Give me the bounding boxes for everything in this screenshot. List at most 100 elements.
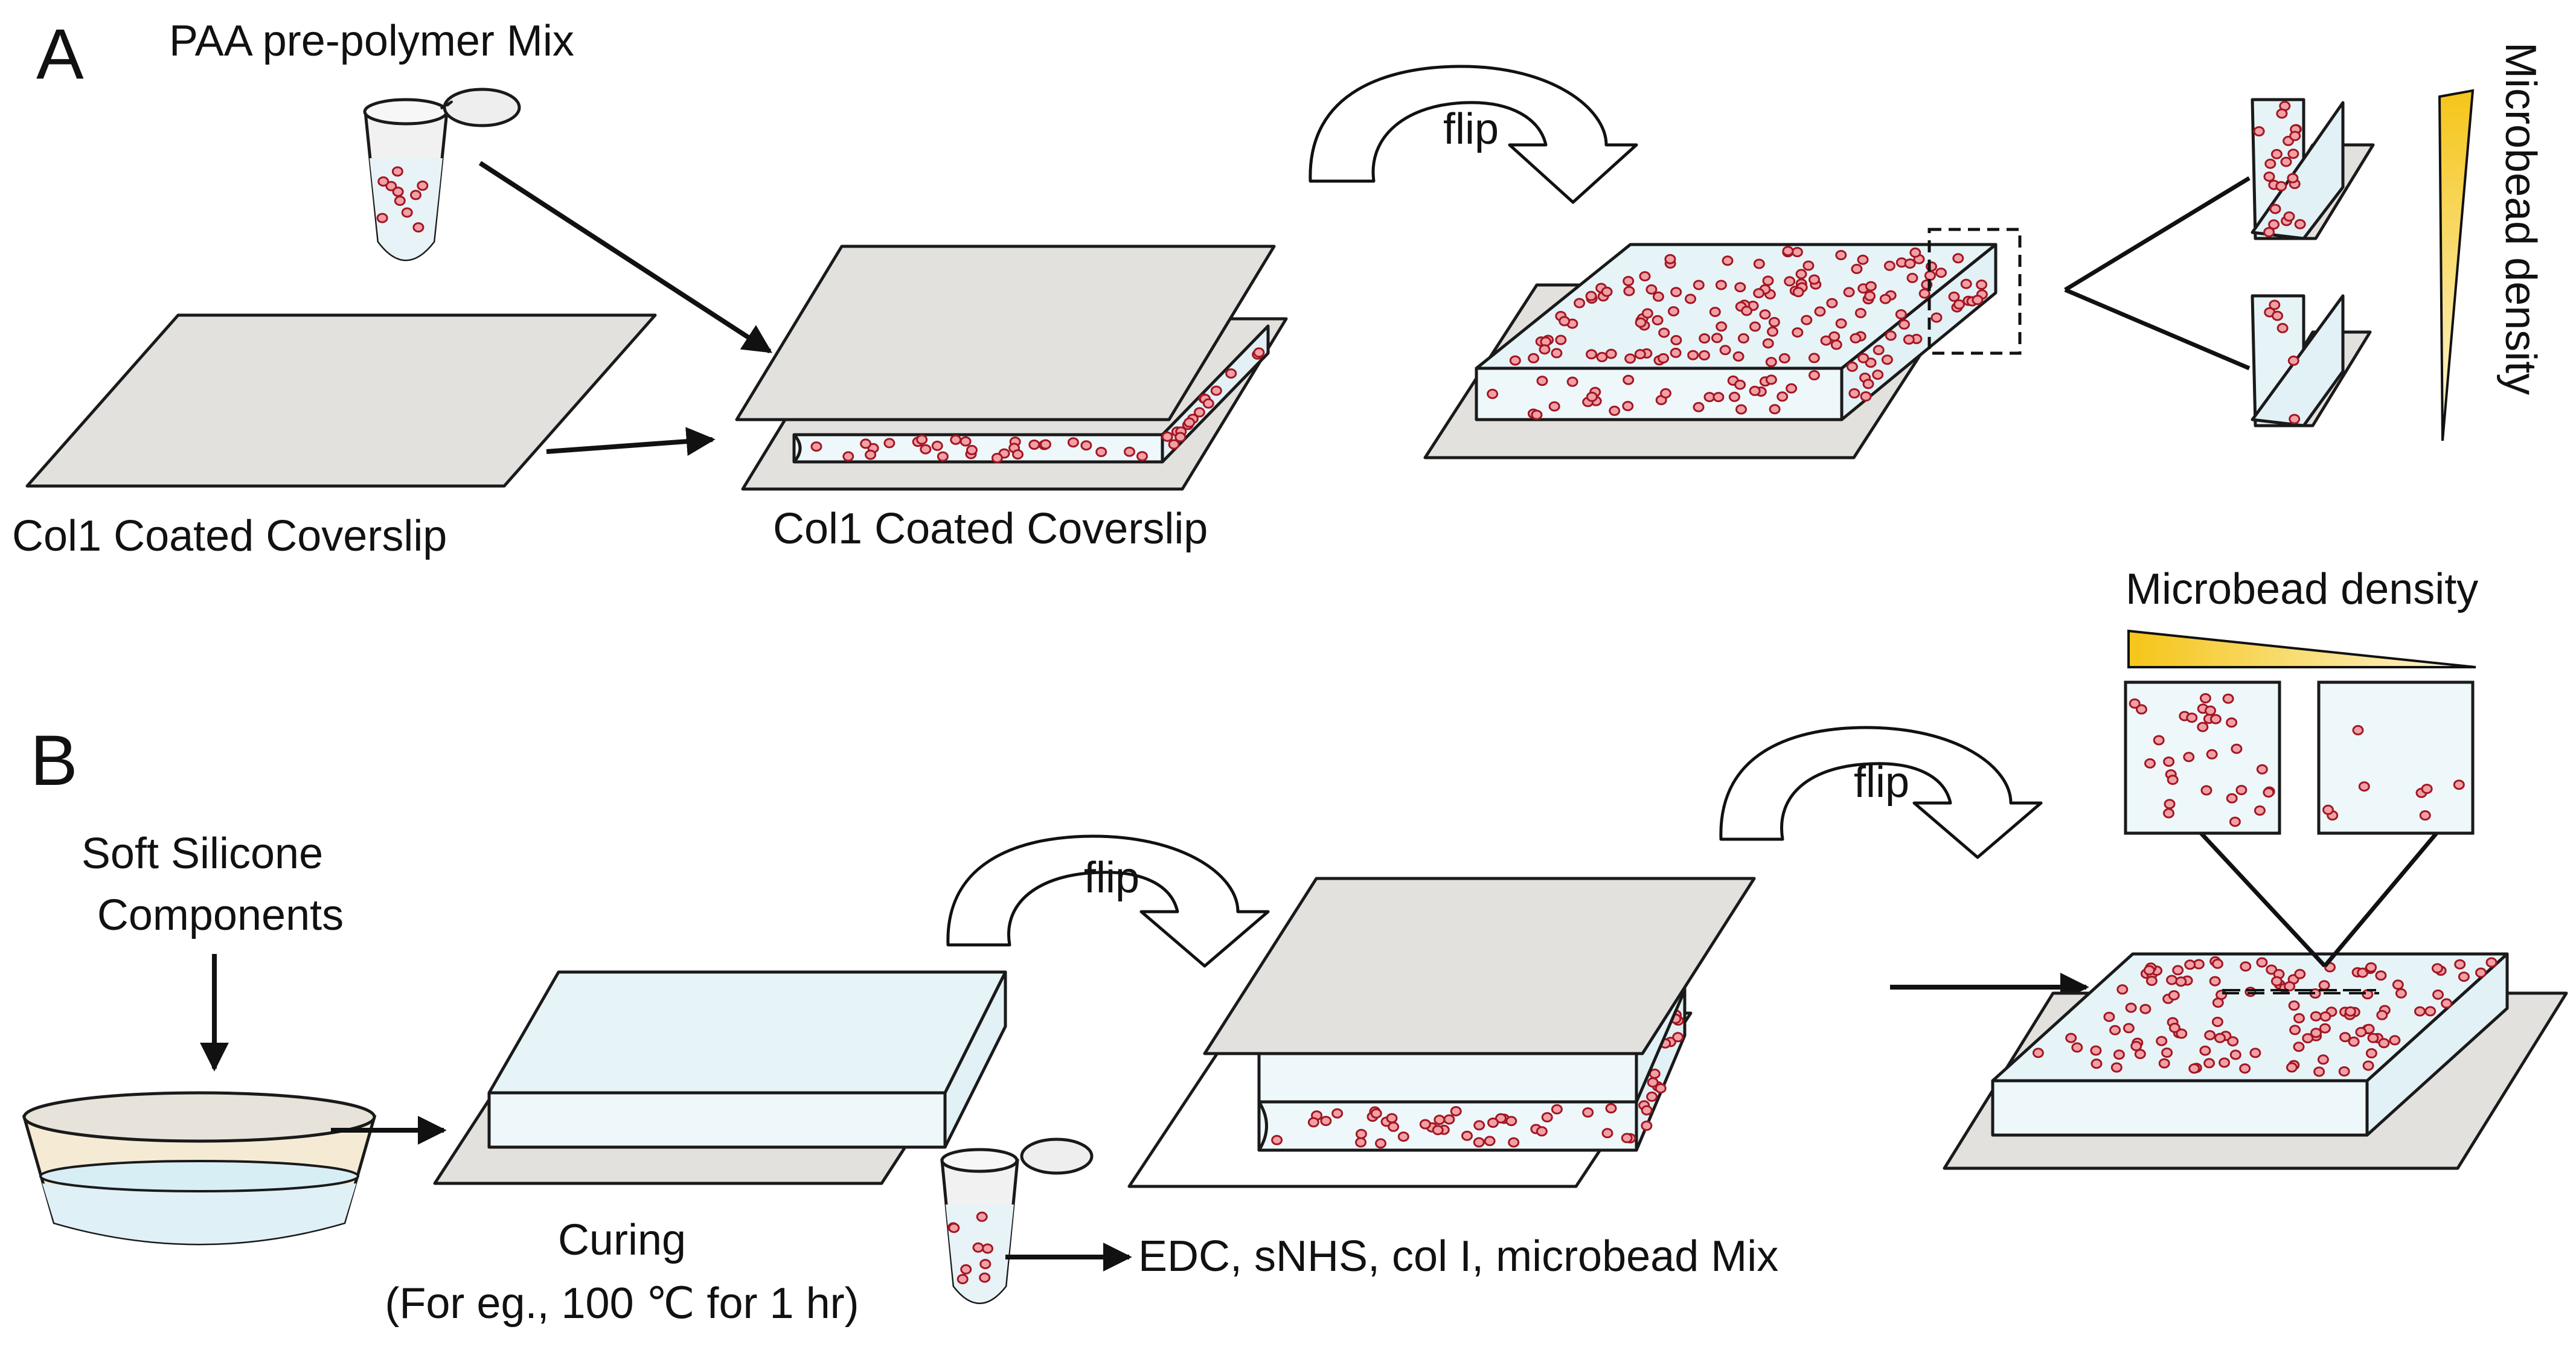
- microbead: [1857, 254, 1869, 265]
- microbead: [1586, 349, 1597, 360]
- flip-label-b2: flip: [1854, 758, 1909, 807]
- microbead: [1551, 348, 1563, 359]
- premix-label: PAA pre-polymer Mix: [169, 17, 574, 65]
- microbead: [2358, 781, 2370, 792]
- microbead: [1541, 1112, 1553, 1122]
- microbead: [2167, 775, 2179, 785]
- microbead: [1271, 1134, 1283, 1145]
- microbead: [391, 166, 403, 177]
- microbead: [1814, 306, 1826, 317]
- microbead: [1904, 258, 1916, 269]
- microbead: [1634, 349, 1646, 360]
- microbead: [1509, 355, 1521, 366]
- microbead: [1835, 250, 1847, 260]
- microbead: [1786, 383, 1798, 394]
- microbead: [2197, 721, 2209, 732]
- microbead: [2176, 1028, 2188, 1039]
- microbead: [2294, 968, 2306, 979]
- microbead: [1918, 288, 1930, 299]
- microbead: [2109, 1025, 2121, 1035]
- microbead: [2163, 808, 2174, 819]
- microbead: [1935, 267, 1947, 278]
- microbead: [1601, 286, 1613, 297]
- microbead: [1623, 286, 1635, 296]
- microbead: [1539, 344, 1551, 355]
- silicone-label-line1: Soft Silicone: [82, 830, 323, 878]
- density-label-b: Microbead density: [2126, 565, 2478, 613]
- microbead: [1699, 350, 1710, 360]
- microbead: [1734, 282, 1746, 293]
- microbead: [2183, 752, 2195, 763]
- microbead: [2199, 1045, 2211, 1056]
- flip-label-b1: flip: [1084, 854, 1139, 902]
- microbead: [2226, 793, 2238, 804]
- microbead: [2136, 704, 2147, 715]
- curing-detail: (For eg., 100 ℃ for 1 hr): [385, 1279, 859, 1328]
- microbead: [865, 449, 877, 460]
- microbead: [1879, 293, 1891, 304]
- microbead: [1953, 299, 1965, 310]
- microbead: [1809, 274, 1820, 285]
- microbead: [1307, 1117, 1319, 1128]
- microbead: [2091, 1058, 2103, 1069]
- microbead: [2090, 1045, 2102, 1056]
- microbead: [1865, 281, 1877, 292]
- microbead: [2395, 988, 2407, 999]
- microbead: [2145, 976, 2158, 986]
- microbead: [1762, 275, 1774, 286]
- microbead: [1895, 309, 1907, 320]
- microbead: [1161, 431, 1173, 442]
- microbead: [1843, 287, 1855, 298]
- microbead: [1909, 247, 1921, 258]
- arrow-coverslip-to-sandwich: [546, 427, 716, 456]
- microbead: [2289, 130, 2301, 141]
- microbead: [1639, 271, 1651, 282]
- microbead: [1375, 1138, 1386, 1149]
- microbead: [883, 438, 896, 449]
- microbead: [1828, 331, 1841, 342]
- microbead: [392, 187, 404, 197]
- microbead: [2319, 1011, 2331, 1022]
- microbead: [1419, 1119, 1431, 1130]
- microbead: [1826, 298, 1838, 309]
- microbead: [2125, 1002, 2137, 1013]
- microbead: [2253, 126, 2265, 136]
- microbead: [916, 434, 928, 445]
- microbead: [1972, 295, 1984, 306]
- microbead: [1952, 253, 1964, 264]
- microbead: [2200, 785, 2212, 796]
- microbead: [1596, 351, 1608, 362]
- microbead: [1508, 1137, 1520, 1148]
- microbead: [2186, 712, 2198, 723]
- microbead: [1609, 405, 1621, 416]
- flip-arrow-b1: [946, 834, 1270, 968]
- microbead: [1924, 270, 1936, 281]
- microbead: [2256, 764, 2268, 775]
- microbead: [2319, 1023, 2331, 1034]
- microbead: [2378, 1038, 2390, 1049]
- microbead: [2256, 957, 2268, 968]
- microbead: [2276, 108, 2288, 119]
- microbead: [1461, 1130, 1473, 1141]
- microbead: [2322, 804, 2334, 815]
- microbead: [2110, 1062, 2123, 1073]
- density-gradient-vertical: [2438, 89, 2475, 441]
- microbead: [972, 1242, 984, 1253]
- microbead: [810, 441, 822, 452]
- microbead: [1559, 316, 1571, 327]
- microbead: [1854, 308, 1866, 318]
- microbead: [1801, 315, 1813, 325]
- microbead: [1582, 1107, 1594, 1118]
- microbead: [1860, 391, 1872, 402]
- microbead: [1778, 353, 1790, 363]
- microbead: [1443, 1114, 1455, 1125]
- microbead: [1722, 255, 1734, 266]
- microbead: [1735, 404, 1747, 415]
- microbead: [2441, 998, 2453, 1009]
- microbead: [1767, 326, 1778, 337]
- microbead: [1487, 388, 1499, 399]
- microbead: [2065, 1032, 2077, 1043]
- microbead: [2175, 976, 2187, 987]
- microbead: [2071, 1042, 2083, 1053]
